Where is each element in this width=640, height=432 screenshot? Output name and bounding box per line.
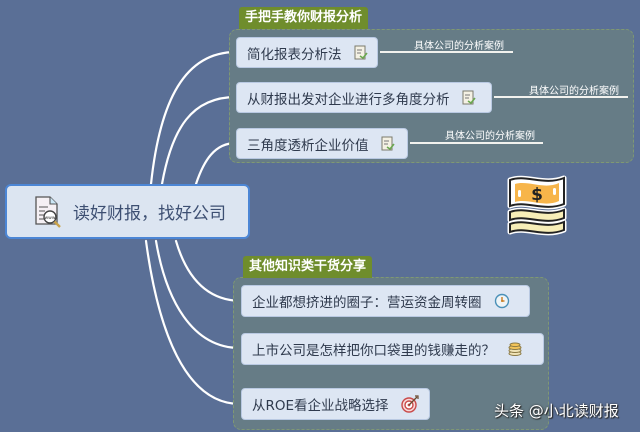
clock-icon <box>494 293 510 309</box>
node-label: 上市公司是怎样把你口袋里的钱赚走的？ <box>252 343 495 359</box>
svg-text:$: $ <box>531 185 543 205</box>
subtopic-case-study-2[interactable]: 具体公司的分析案例 <box>529 86 619 97</box>
subtopic-case-study-1[interactable]: 具体公司的分析案例 <box>414 41 504 52</box>
root-topic[interactable]: www 读好财报，找好公司 <box>5 184 250 239</box>
svg-text:www: www <box>44 216 55 221</box>
watermark: 头条 @小北读财报 <box>494 402 619 420</box>
node-simplified-report-analysis[interactable]: 简化报表分析法 <box>236 37 378 68</box>
node-label: 从ROE看企业战略选择 <box>252 398 389 414</box>
connector-6 <box>144 239 242 406</box>
subtopic-case-study-3[interactable]: 具体公司的分析案例 <box>445 131 535 142</box>
node-label: 三角度透析企业价值 <box>247 137 369 154</box>
group-label-knowledge-sharing: 其他知识类干货分享 <box>243 256 373 278</box>
connector-1 <box>149 50 238 186</box>
notes-icon <box>354 45 368 61</box>
target-icon <box>400 395 419 413</box>
group-label-financial-analysis: 手把手教你财报分析 <box>239 7 369 29</box>
subtopic-line-1 <box>380 51 513 53</box>
node-label: 从财报出发对企业进行多角度分析 <box>247 91 450 108</box>
money-bill-icon: $ <box>504 172 570 240</box>
node-listed-company-earnings[interactable]: 上市公司是怎样把你口袋里的钱赚走的？ <box>241 333 544 365</box>
notes-icon <box>462 90 476 106</box>
subtopic-line-3 <box>410 142 543 144</box>
connector-5 <box>154 239 242 350</box>
node-three-angle-value[interactable]: 三角度透析企业价值 <box>236 128 408 159</box>
node-multi-angle-analysis[interactable]: 从财报出发对企业进行多角度分析 <box>236 82 492 113</box>
connector-4 <box>174 239 242 303</box>
notes-icon <box>381 136 395 152</box>
node-working-capital-cycle[interactable]: 企业都想挤进的圈子：营运资金周转圈 <box>241 285 530 317</box>
node-label: 简化报表分析法 <box>247 46 342 63</box>
node-label: 企业都想挤进的圈子：营运资金周转圈 <box>252 295 482 311</box>
node-roe-strategy[interactable]: 从ROE看企业战略选择 <box>241 388 430 420</box>
coins-stack-icon <box>507 341 523 357</box>
subtopic-line-2 <box>494 96 628 98</box>
document-search-icon: www <box>33 195 63 229</box>
connector-2 <box>160 95 238 186</box>
root-title: 读好财报，找好公司 <box>73 204 226 224</box>
